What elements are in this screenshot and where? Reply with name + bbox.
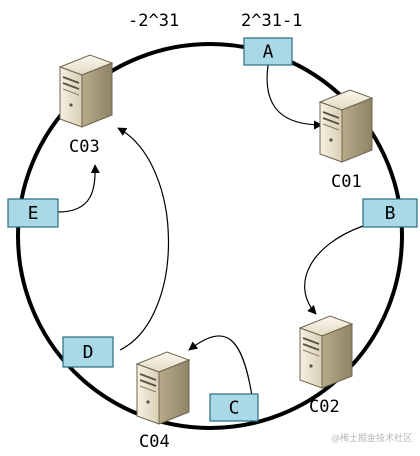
server-c01: C01: [318, 89, 374, 192]
ring-min-label: -2^31: [128, 11, 179, 31]
key-box-b: B: [362, 198, 418, 228]
arrow-c-to-c04: [188, 335, 253, 397]
key-box-e: E: [7, 198, 59, 228]
server-c02: C02: [298, 315, 354, 417]
server-label: C01: [331, 172, 362, 192]
server-c04: C04: [135, 351, 191, 452]
server-c03: C03: [58, 54, 114, 157]
key-label: E: [28, 203, 39, 224]
key-label: C: [229, 398, 240, 419]
server-icon: [58, 54, 114, 128]
server-icon: [298, 315, 354, 389]
mapping-arrows: [57, 64, 364, 397]
arrow-e-to-c03: [57, 164, 100, 213]
key-label: A: [263, 42, 274, 63]
key-label: D: [83, 342, 94, 363]
arrow-a-to-c01: [266, 64, 323, 130]
arrow-d-to-c03: [117, 127, 170, 351]
server-icon: [318, 89, 374, 163]
server-label: C03: [69, 137, 100, 157]
key-label: B: [385, 203, 396, 224]
arrow-b-to-c02: [304, 225, 364, 315]
server-label: C04: [139, 432, 170, 452]
ring-max-label: 2^31-1: [241, 11, 302, 31]
key-box-c: C: [209, 393, 259, 422]
key-box-d: D: [62, 336, 114, 368]
server-icon: [135, 351, 191, 425]
hash-ring: [16, 42, 404, 430]
watermark: @稀土掘金技术社区: [331, 432, 412, 444]
key-box-a: A: [243, 37, 293, 66]
server-label: C02: [309, 397, 340, 417]
